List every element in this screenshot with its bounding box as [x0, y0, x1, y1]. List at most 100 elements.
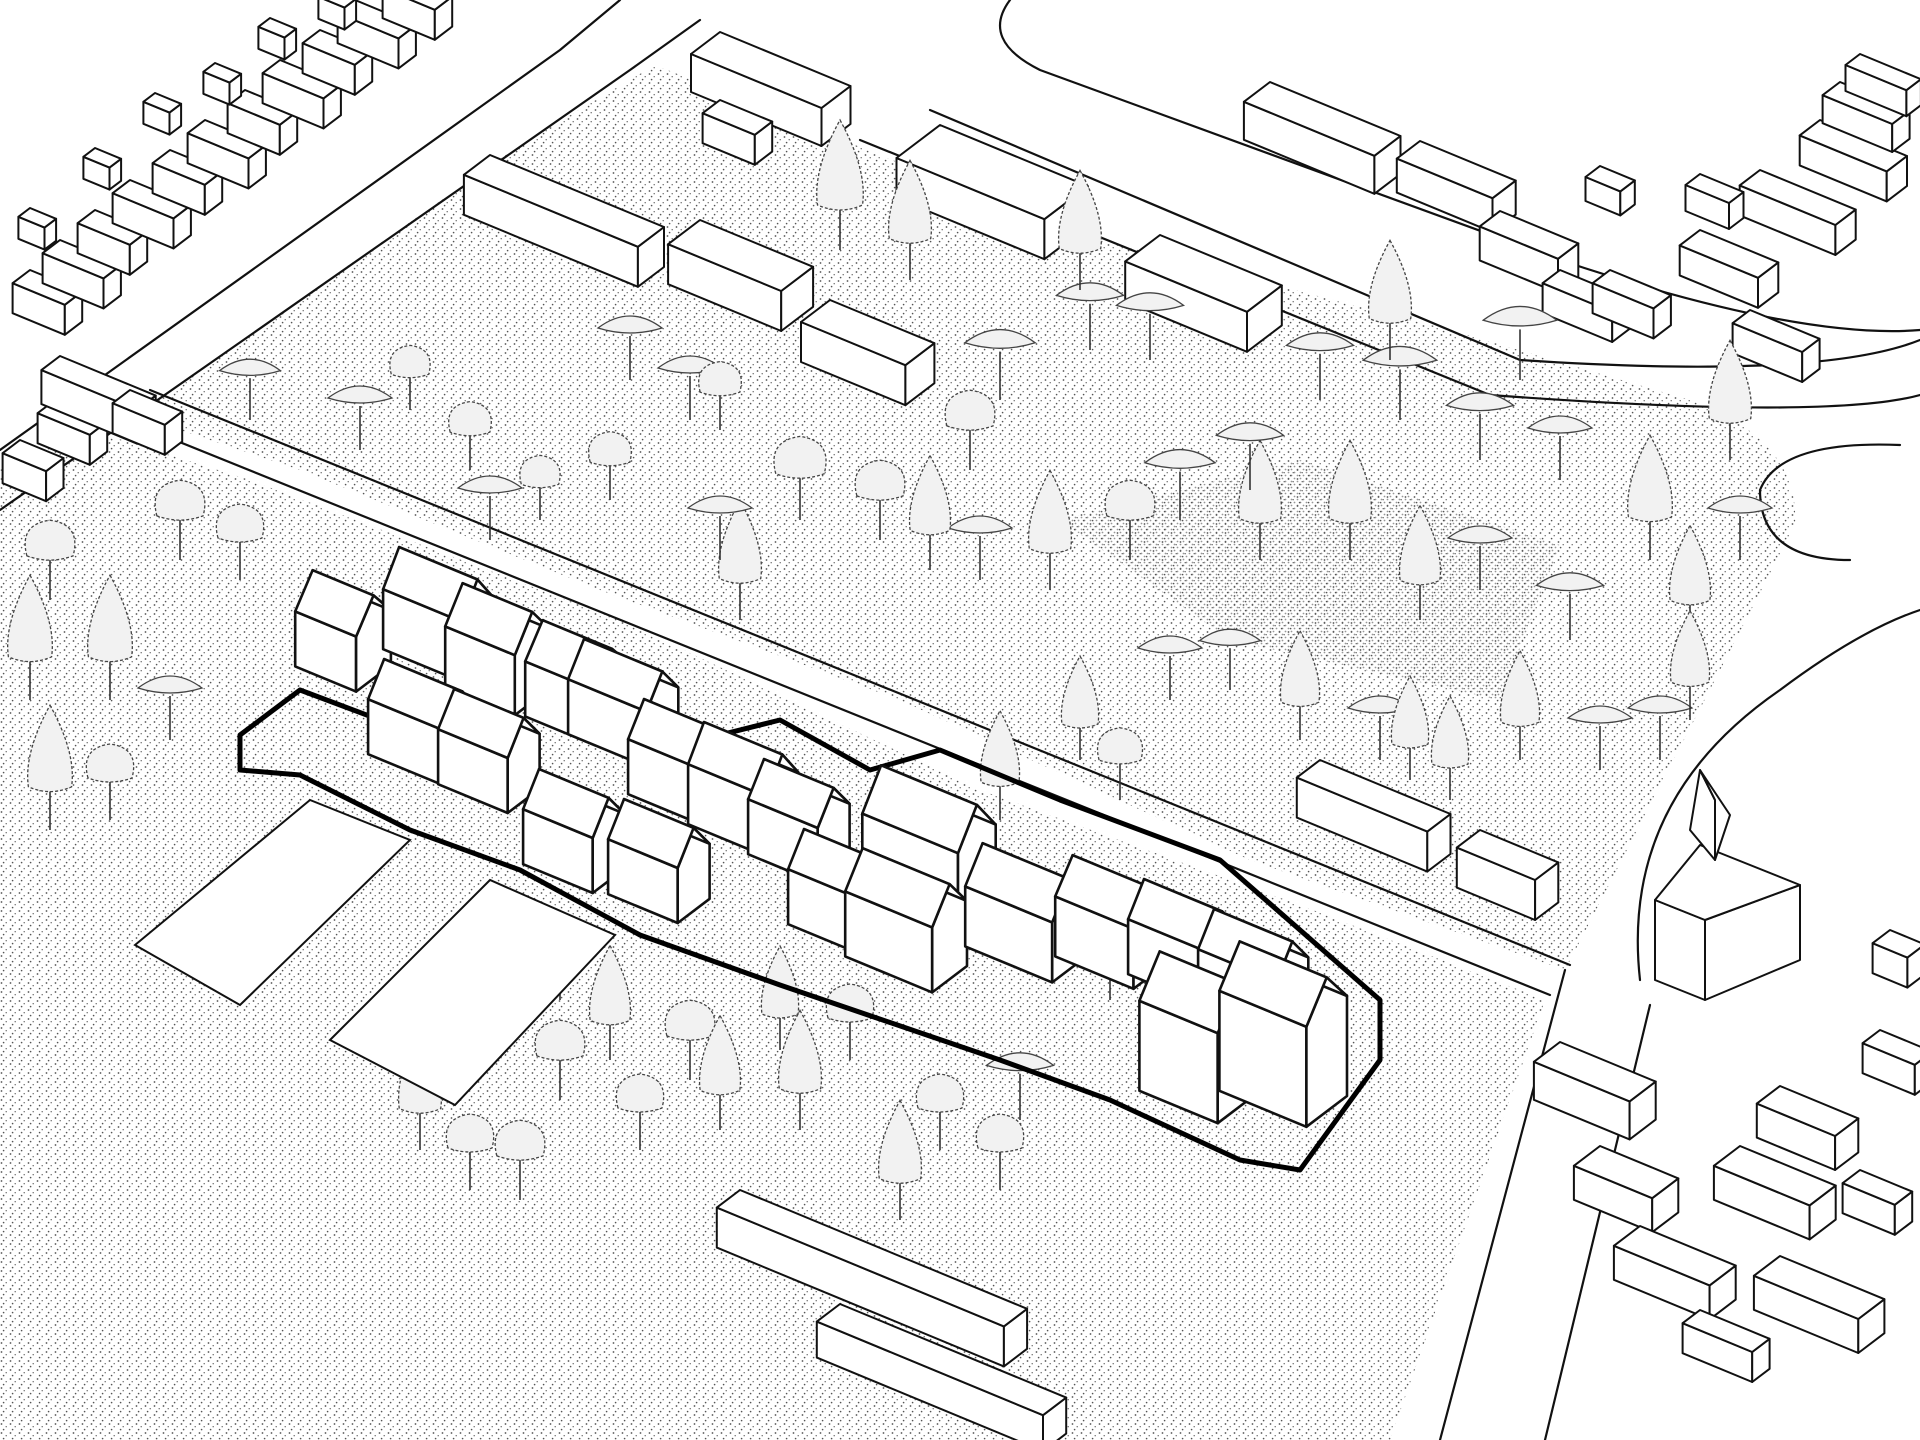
tree-icon — [963, 328, 1037, 400]
ground-dense-meadow — [1060, 460, 1560, 700]
building-block-18-roof — [1, 439, 65, 473]
tree-icon — [1706, 495, 1774, 560]
tree-icon — [979, 709, 1021, 820]
field-west — [133, 798, 412, 1007]
building-block-35-roof — [1738, 169, 1857, 226]
building-block-53-roof — [1871, 929, 1920, 959]
main-wing-16-roof-front — [963, 841, 1071, 924]
building-block-22-roof — [690, 31, 852, 109]
building-block-47-roof — [1712, 1145, 1837, 1207]
field-east — [328, 878, 617, 1107]
tree-icon — [1060, 654, 1100, 760]
building-block-24-roof — [462, 154, 665, 248]
tree-icon — [816, 118, 864, 250]
tree-icon — [1058, 169, 1102, 290]
tree-icon — [1481, 305, 1559, 380]
building-block-26-roof — [800, 299, 936, 367]
tree-icon — [218, 358, 282, 420]
tree-icon — [1238, 439, 1282, 560]
tree-icon — [1526, 415, 1594, 480]
road-north-edge-a — [0, 0, 622, 452]
tree-icon — [698, 1014, 742, 1130]
main-wing-14-roof-front — [861, 764, 979, 855]
building-block-42-roof — [1295, 759, 1452, 833]
building-block-25-roof — [667, 219, 815, 292]
tree-icon — [908, 454, 952, 570]
tree-icon — [664, 999, 716, 1080]
tree-icon — [1028, 469, 1072, 590]
main-wing-15-roof-front — [843, 846, 951, 929]
building-block-13-roof — [82, 147, 123, 169]
tree-icon — [24, 519, 76, 600]
tree-icon — [1430, 694, 1470, 800]
building-block-52-side-face — [1913, 1059, 1920, 1096]
main-wing-3-roof-front — [443, 581, 534, 657]
tree-icon — [1054, 282, 1126, 350]
tree-icon — [27, 703, 73, 830]
tree-icon — [944, 389, 996, 470]
building-block-54-roof — [715, 1189, 1029, 1328]
tree-icon — [1534, 572, 1606, 640]
tree-icon — [1136, 635, 1204, 700]
tree-icon — [136, 675, 204, 740]
road-roundabout — [1758, 443, 1902, 562]
road-diagonal-a — [118, 416, 1552, 997]
building-block-49-roof — [1752, 1255, 1886, 1320]
tree-icon — [1198, 628, 1262, 690]
tree-icon — [1669, 609, 1711, 720]
building-block-31-roof — [1478, 210, 1580, 260]
building-block-14-roof — [142, 92, 183, 114]
building-block-48-roof — [1755, 1085, 1860, 1137]
tree-icon — [7, 573, 53, 700]
main-wing-10-roof-front — [606, 797, 695, 870]
building-block-51-roof — [1681, 1309, 1771, 1353]
tree-icon — [1143, 448, 1217, 520]
tree-icon — [85, 743, 135, 820]
tree-icon — [1361, 345, 1439, 420]
building-block-33-roof — [1591, 269, 1672, 310]
tree-icon — [445, 1113, 495, 1190]
tree-icon — [615, 1073, 665, 1150]
tree-icon — [215, 503, 265, 580]
building-block-23-roof — [701, 99, 774, 136]
building-block-52-roof — [1861, 1029, 1920, 1066]
tree-icon — [1214, 422, 1286, 490]
building-block-11-roof — [408, 0, 450, 11]
tree-icon — [1284, 332, 1356, 400]
tree-icon — [1626, 695, 1694, 760]
tree-icon — [1446, 525, 1514, 590]
building-block-46-roof — [1612, 1225, 1737, 1287]
tree-icon — [946, 515, 1014, 580]
road-north-edge-b — [0, 18, 702, 512]
building-block-38-roof — [1844, 53, 1920, 92]
tree-icon — [588, 944, 632, 1060]
tree-icon — [698, 360, 742, 430]
building-block-45-roof — [1572, 1145, 1680, 1200]
main-wing-12-roof-front — [746, 757, 835, 830]
building-block-55-roof — [815, 1303, 1068, 1417]
tree-icon — [854, 459, 906, 540]
tree-icon — [915, 1073, 965, 1150]
tree-icon — [888, 159, 932, 280]
tree-icon — [1279, 629, 1321, 740]
tree-icon — [984, 1052, 1056, 1120]
tree-icon — [778, 1009, 822, 1130]
tree-icon — [389, 344, 431, 410]
tree-icon — [1708, 339, 1752, 460]
building-block-16-roof — [257, 17, 298, 39]
building-block-12-roof — [17, 207, 58, 229]
tree-icon — [1104, 479, 1156, 560]
road-vertical-a — [1438, 968, 1567, 1440]
main-wing-6-roof-front — [436, 687, 525, 760]
tree-icon — [494, 1119, 546, 1200]
road-east-edge-a — [858, 138, 1920, 409]
proposed-building-complex — [237, 545, 1383, 1173]
tree-icon — [1566, 705, 1634, 770]
tree-icon — [773, 435, 827, 520]
tree-icon — [878, 1099, 922, 1220]
building-block-27-roof — [895, 124, 1089, 221]
tree-icon — [588, 430, 632, 500]
main-wing-1-roof-front — [293, 568, 375, 638]
building-block-44-roof — [1532, 1041, 1657, 1103]
open-fields — [133, 798, 617, 1107]
